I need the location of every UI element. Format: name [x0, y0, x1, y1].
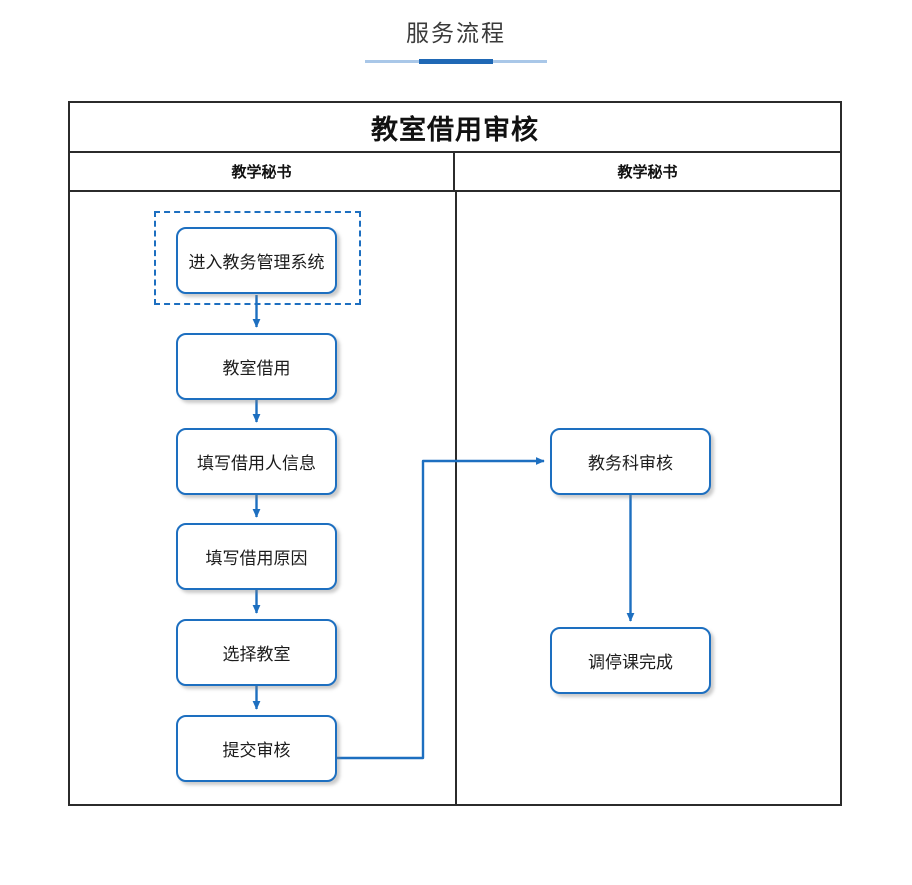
flow-node-label: 进入教务管理系统 [188, 253, 325, 272]
title-underline-accent [419, 59, 493, 64]
flow-node-label: 教室借用 [222, 359, 291, 378]
lane-header-left: 教学秘书 [70, 153, 455, 190]
flow-node-label: 填写借用原因 [205, 549, 308, 568]
page-header: 服务流程 [0, 0, 912, 72]
flow-node-enter-system[interactable]: 进入教务管理系统 [176, 227, 337, 294]
flow-node-label: 教务科审核 [588, 454, 673, 473]
flowchart-heading: 教室借用审核 [70, 103, 840, 153]
flow-node-label: 填写借用人信息 [197, 454, 316, 473]
flow-node-label: 选择教室 [222, 645, 291, 664]
flow-node-adjust-done[interactable]: 调停课完成 [550, 627, 711, 694]
lane-header-right: 教学秘书 [617, 164, 678, 181]
page-title: 服务流程 [406, 20, 506, 46]
flow-node-label: 提交审核 [222, 741, 291, 760]
lane-header-row: 教学秘书 教学秘书 [70, 153, 840, 192]
flow-node-select-room[interactable]: 选择教室 [176, 619, 337, 686]
flow-node-borrow-room[interactable]: 教室借用 [176, 333, 337, 400]
selection-marquee[interactable] [154, 211, 361, 305]
flow-node-label: 调停课完成 [588, 653, 673, 672]
flow-node-dept-review[interactable]: 教务科审核 [550, 428, 711, 495]
flow-node-submit-review[interactable]: 提交审核 [176, 715, 337, 782]
flow-node-fill-person[interactable]: 填写借用人信息 [176, 428, 337, 495]
lane-divider [455, 192, 457, 804]
flow-node-fill-reason[interactable]: 填写借用原因 [176, 523, 337, 590]
